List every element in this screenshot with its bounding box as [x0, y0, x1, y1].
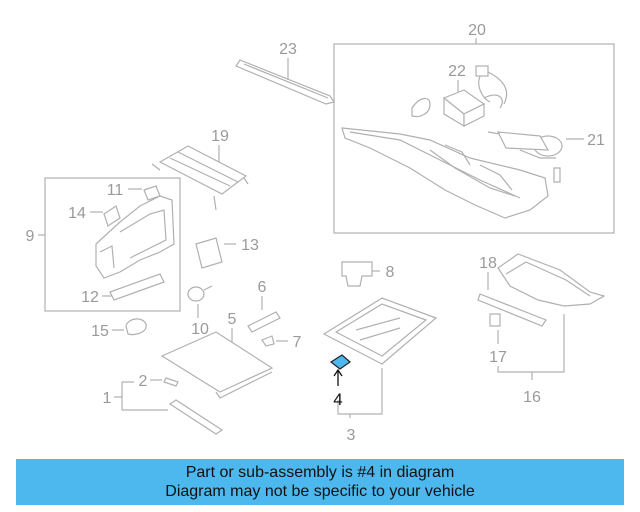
leader-4-bracket [337, 400, 350, 415]
label-18: 18 [479, 255, 497, 272]
label-3: 3 [347, 427, 356, 444]
parts-diagram: 23 20 22 21 19 9 [26, 22, 615, 444]
label-17: 17 [489, 349, 507, 366]
label-11: 11 [107, 182, 124, 199]
label-14: 14 [68, 205, 86, 222]
part-2-clip[interactable] [163, 377, 179, 387]
label-5: 5 [228, 311, 237, 328]
label-12: 12 [81, 289, 99, 306]
label-2: 2 [139, 373, 148, 390]
leader-1 [114, 381, 168, 411]
label-19: 19 [211, 128, 229, 145]
label-13: 13 [241, 237, 259, 254]
part-12-panel[interactable] [109, 273, 165, 301]
label-15: 15 [91, 323, 109, 340]
part-6-strip[interactable] [247, 311, 281, 333]
part-9-side-panel[interactable] [95, 195, 175, 279]
part-15-hook[interactable] [125, 318, 147, 336]
part-3-floor-panel[interactable] [322, 297, 438, 365]
part-10-fastener[interactable] [187, 285, 213, 302]
label-23: 23 [279, 41, 297, 58]
part-1-sill[interactable] [168, 399, 224, 435]
label-9: 9 [26, 228, 35, 245]
part-23-trim-strip[interactable] [235, 59, 335, 105]
group-frame-20 [333, 43, 615, 234]
part-13-pad[interactable] [195, 237, 223, 269]
label-16: 16 [523, 389, 541, 406]
label-10: 10 [191, 321, 209, 338]
group-frame-9 [44, 177, 181, 312]
label-1: 1 [103, 390, 112, 407]
part-5-floor-board[interactable] [160, 331, 274, 399]
banner-line-1: Part or sub-assembly is #4 in diagram [185, 464, 455, 481]
part-22-module[interactable] [411, 65, 508, 128]
info-banner: Part or sub-assembly is #4 in diagram Di… [16, 459, 624, 505]
part-18-load-cover[interactable] [477, 253, 606, 327]
part-4-highlighted[interactable] [329, 354, 351, 370]
part-20-storage-tray[interactable] [341, 127, 549, 219]
leader-16 [497, 314, 565, 373]
label-4: 4 [333, 390, 342, 409]
label-7: 7 [293, 334, 302, 351]
part-21-motor[interactable] [487, 131, 563, 183]
label-20: 20 [468, 22, 486, 39]
label-6: 6 [258, 279, 267, 296]
label-21: 21 [587, 132, 605, 149]
label-22: 22 [448, 63, 466, 80]
part-14-cover[interactable] [103, 205, 121, 227]
part-17-clip[interactable] [489, 313, 501, 327]
banner-line-2: Diagram may not be specific to your vehi… [165, 483, 475, 500]
leader-4-arrow [333, 368, 343, 377]
leader-3 [349, 368, 383, 418]
part-11-clip[interactable] [143, 185, 161, 201]
label-8: 8 [386, 264, 395, 281]
part-19-rack[interactable] [151, 145, 249, 211]
part-8-bracket[interactable] [341, 261, 373, 287]
part-7-clip[interactable] [261, 335, 275, 347]
